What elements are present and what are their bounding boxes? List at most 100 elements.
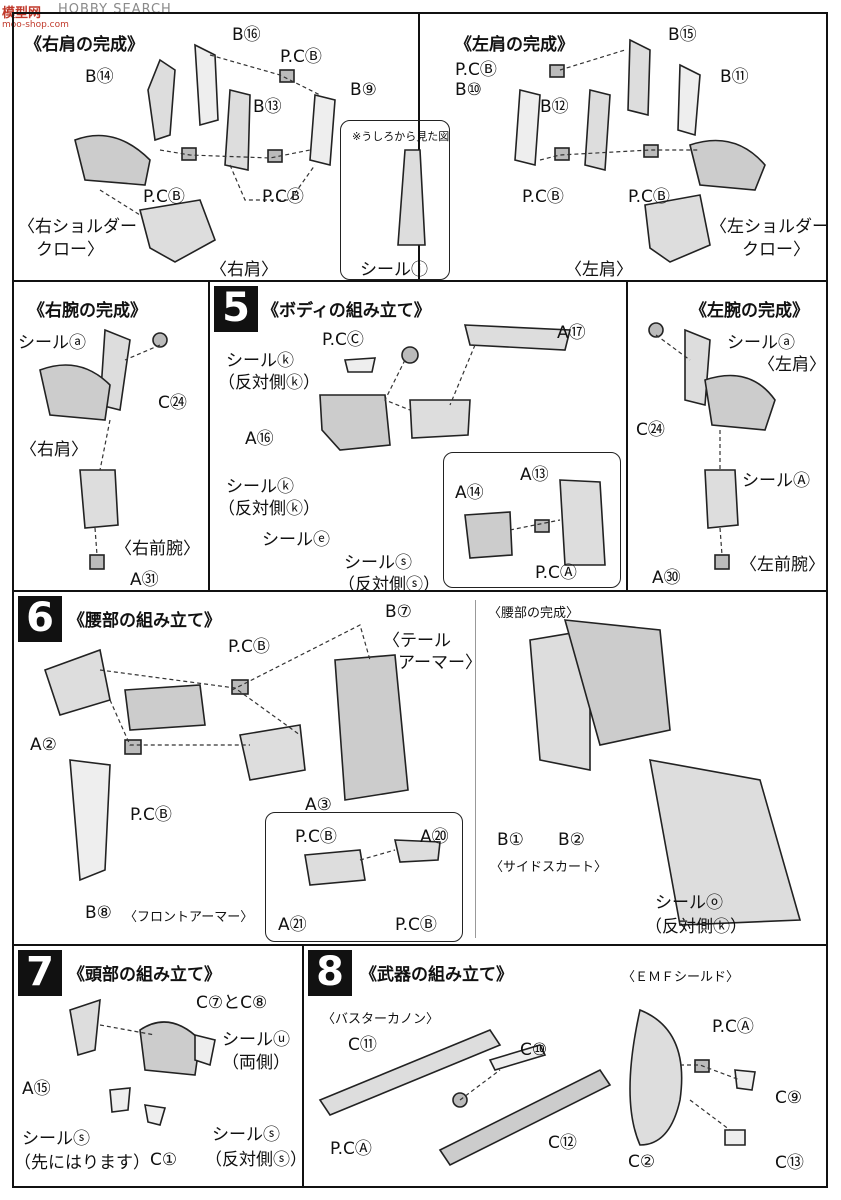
seal-ku-opposite: （反対側ⓚ） — [218, 373, 320, 393]
right-arm-shoulder: 〈右肩〉 — [20, 440, 88, 460]
seal-shi: シールⓢ — [344, 553, 412, 573]
seal-se: シールⓢ — [212, 1125, 280, 1145]
seal-se-opposite: （反対側ⓢ） — [205, 1150, 307, 1170]
step6-title: 《腰部の組み立て》 — [68, 611, 221, 631]
part-a15: A⑮ — [22, 1079, 51, 1099]
seal-ko-opposite: （反対側ⓚ） — [218, 499, 320, 519]
side-skirt-label: 〈サイドスカート〉 — [490, 860, 608, 875]
seal-e: シールⓔ — [262, 530, 330, 550]
front-armor-label: 〈フロントアーマー〉 — [124, 910, 254, 925]
part-a30: A㉚ — [652, 568, 681, 588]
right-shoulder-claw-label2: クロー〉 — [36, 240, 104, 260]
part-pcb-left: P.CⒷ — [143, 187, 185, 207]
part-pcb-left-l: P.CⒷ — [522, 187, 564, 207]
part-pcb-6-mid: P.CⒷ — [130, 805, 172, 825]
emf-shield-title: 〈ＥＭＦシールド〉 — [622, 970, 740, 985]
part-pcb-6-top: P.CⒷ — [228, 637, 270, 657]
part-pcb-right-l: P.CⒷ — [628, 187, 670, 207]
left-arm-forearm: 〈左前腕〉 — [740, 555, 825, 575]
part-pcb-upper-l: P.CⒷ — [455, 60, 497, 80]
left-shoulder-label: 〈左肩〉 — [565, 260, 633, 280]
seal-u: シールⓤ — [222, 1030, 290, 1050]
part-a31: A㉛ — [130, 570, 159, 590]
seal-so: シールⓢ — [22, 1129, 90, 1149]
part-b2: B② — [558, 830, 585, 850]
part-c1: C① — [150, 1150, 178, 1170]
step8-title: 《武器の組み立て》 — [360, 965, 513, 985]
left-shoulder-title: 《左肩の完成》 — [455, 35, 574, 55]
part-b8: B⑧ — [85, 903, 112, 923]
part-b7: B⑦ — [385, 602, 412, 622]
step8-number: 8 — [308, 950, 352, 996]
right-arm-forearm: 〈右前腕〉 — [115, 539, 200, 559]
step6-number: 6 — [18, 596, 62, 642]
part-b12: B⑫ — [540, 97, 569, 117]
buster-cannon-label: 〈バスターカノン〉 — [322, 1012, 440, 1027]
right-arm-seal: シールⓐ — [18, 333, 86, 353]
part-pcb-right: P.CⒷ — [262, 187, 304, 207]
part-c12: C⑫ — [548, 1133, 577, 1153]
part-pca-8: P.CⒶ — [330, 1139, 372, 1159]
back-view-seal: シールⓘ — [360, 260, 428, 280]
part-pca-emf: P.CⒶ — [712, 1017, 754, 1037]
step8-panel — [302, 944, 828, 1188]
step5-title: 《ボディの組み立て》 — [262, 301, 431, 321]
part-c24-l: C㉔ — [636, 420, 665, 440]
part-b11: B⑪ — [720, 67, 749, 87]
part-a2: A② — [30, 735, 57, 755]
tail-armor-label2: アーマー〉 — [398, 653, 482, 673]
part-pcb-6-sub1: P.CⒷ — [295, 827, 337, 847]
part-pca-5: P.CⒶ — [535, 563, 577, 583]
part-b10: B⑩ — [455, 80, 482, 100]
part-c2: C② — [628, 1152, 656, 1172]
left-arm-shoulder: 〈左肩〉 — [758, 355, 826, 375]
seal-o: シールⓞ — [655, 893, 723, 913]
left-arm-seal-a: シールⒶ — [742, 471, 810, 491]
part-b14: B⑭ — [85, 67, 114, 87]
part-b13: B⑬ — [253, 97, 282, 117]
watermark-url: moo-shop.com — [2, 20, 69, 30]
step6-subassembly-box — [265, 812, 463, 942]
left-shoulder-claw-label1: 〈左ショルダー — [710, 217, 829, 237]
step5-subassembly-box — [443, 452, 621, 588]
seal-shi-opposite: （反対側ⓢ） — [338, 575, 440, 595]
part-c7-c8: C⑦とC⑧ — [196, 993, 268, 1013]
part-a20: A⑳ — [420, 827, 449, 847]
step5-number: 5 — [214, 286, 258, 332]
part-b9: B⑨ — [350, 80, 377, 100]
seal-u-both: （両側） — [222, 1053, 290, 1073]
tail-armor-label1: 〈テール — [383, 631, 451, 651]
seal-so-note: （先にはります） — [14, 1153, 150, 1173]
part-b15: B⑮ — [668, 25, 697, 45]
part-pcb-upper: P.CⒷ — [280, 47, 322, 67]
back-view-box — [340, 120, 450, 280]
step6-divider — [475, 600, 476, 938]
part-a16: A⑯ — [245, 429, 274, 449]
part-a3: A③ — [305, 795, 332, 815]
back-view-note: ※うしろから見た図 — [352, 130, 450, 143]
step7-number: 7 — [18, 950, 62, 996]
seal-o-opposite: （反対側ⓚ） — [645, 917, 747, 937]
part-pcc: P.CⒸ — [322, 330, 364, 350]
part-c11: C⑪ — [348, 1035, 377, 1055]
part-a21: A㉑ — [278, 915, 307, 935]
right-shoulder-title: 《右肩の完成》 — [25, 35, 144, 55]
part-b16: B⑯ — [232, 25, 261, 45]
part-a14: A⑭ — [455, 483, 484, 503]
right-arm-title: 《右腕の完成》 — [28, 301, 147, 321]
part-c13: C⑬ — [775, 1153, 804, 1173]
left-shoulder-claw-label2: クロー〉 — [742, 240, 810, 260]
seal-ko: シールⓚ — [226, 477, 294, 497]
left-arm-seal: シールⓐ — [727, 333, 795, 353]
part-c24-r: C㉔ — [158, 393, 187, 413]
part-c9: C⑨ — [775, 1088, 803, 1108]
waist-complete-title: 〈腰部の完成〉 — [488, 606, 580, 621]
right-shoulder-label: 〈右肩〉 — [210, 260, 278, 280]
part-c10: C⑩ — [520, 1040, 548, 1060]
part-a13: A⑬ — [520, 465, 549, 485]
right-shoulder-claw-label1: 〈右ショルダー — [18, 217, 137, 237]
step7-title: 《頭部の組み立て》 — [68, 965, 221, 985]
part-a17: A⑰ — [557, 323, 586, 343]
part-b1: B① — [497, 830, 524, 850]
